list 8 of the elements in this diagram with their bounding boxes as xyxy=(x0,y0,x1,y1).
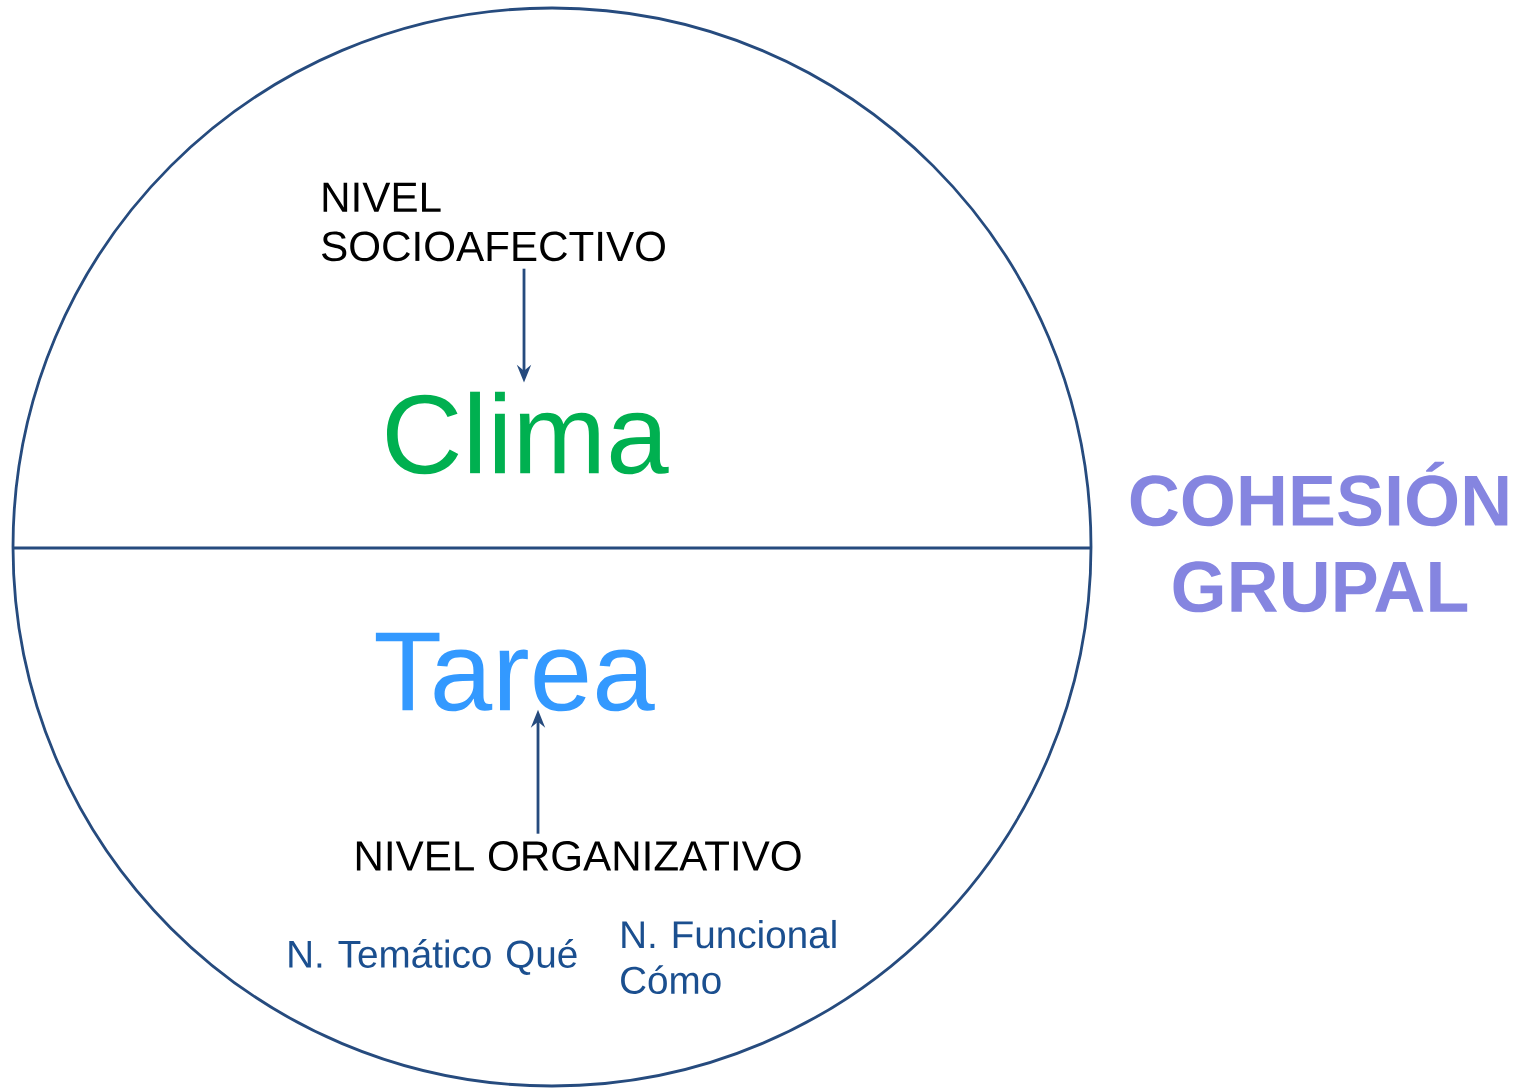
title-text: Tarea xyxy=(375,632,655,712)
circle xyxy=(11,6,1093,1088)
level-text: N. Temático Qué xyxy=(289,939,577,975)
level-text: NIVEL ORGANIZATIVO xyxy=(356,841,801,871)
heading: COHESIÓN GRUPAL xyxy=(1130,461,1508,613)
level-text: NIVEL SOCIOAFECTIVO xyxy=(322,182,665,262)
title-text: Clima xyxy=(387,391,669,475)
level-text: N. Funcional Cómo xyxy=(621,919,836,995)
